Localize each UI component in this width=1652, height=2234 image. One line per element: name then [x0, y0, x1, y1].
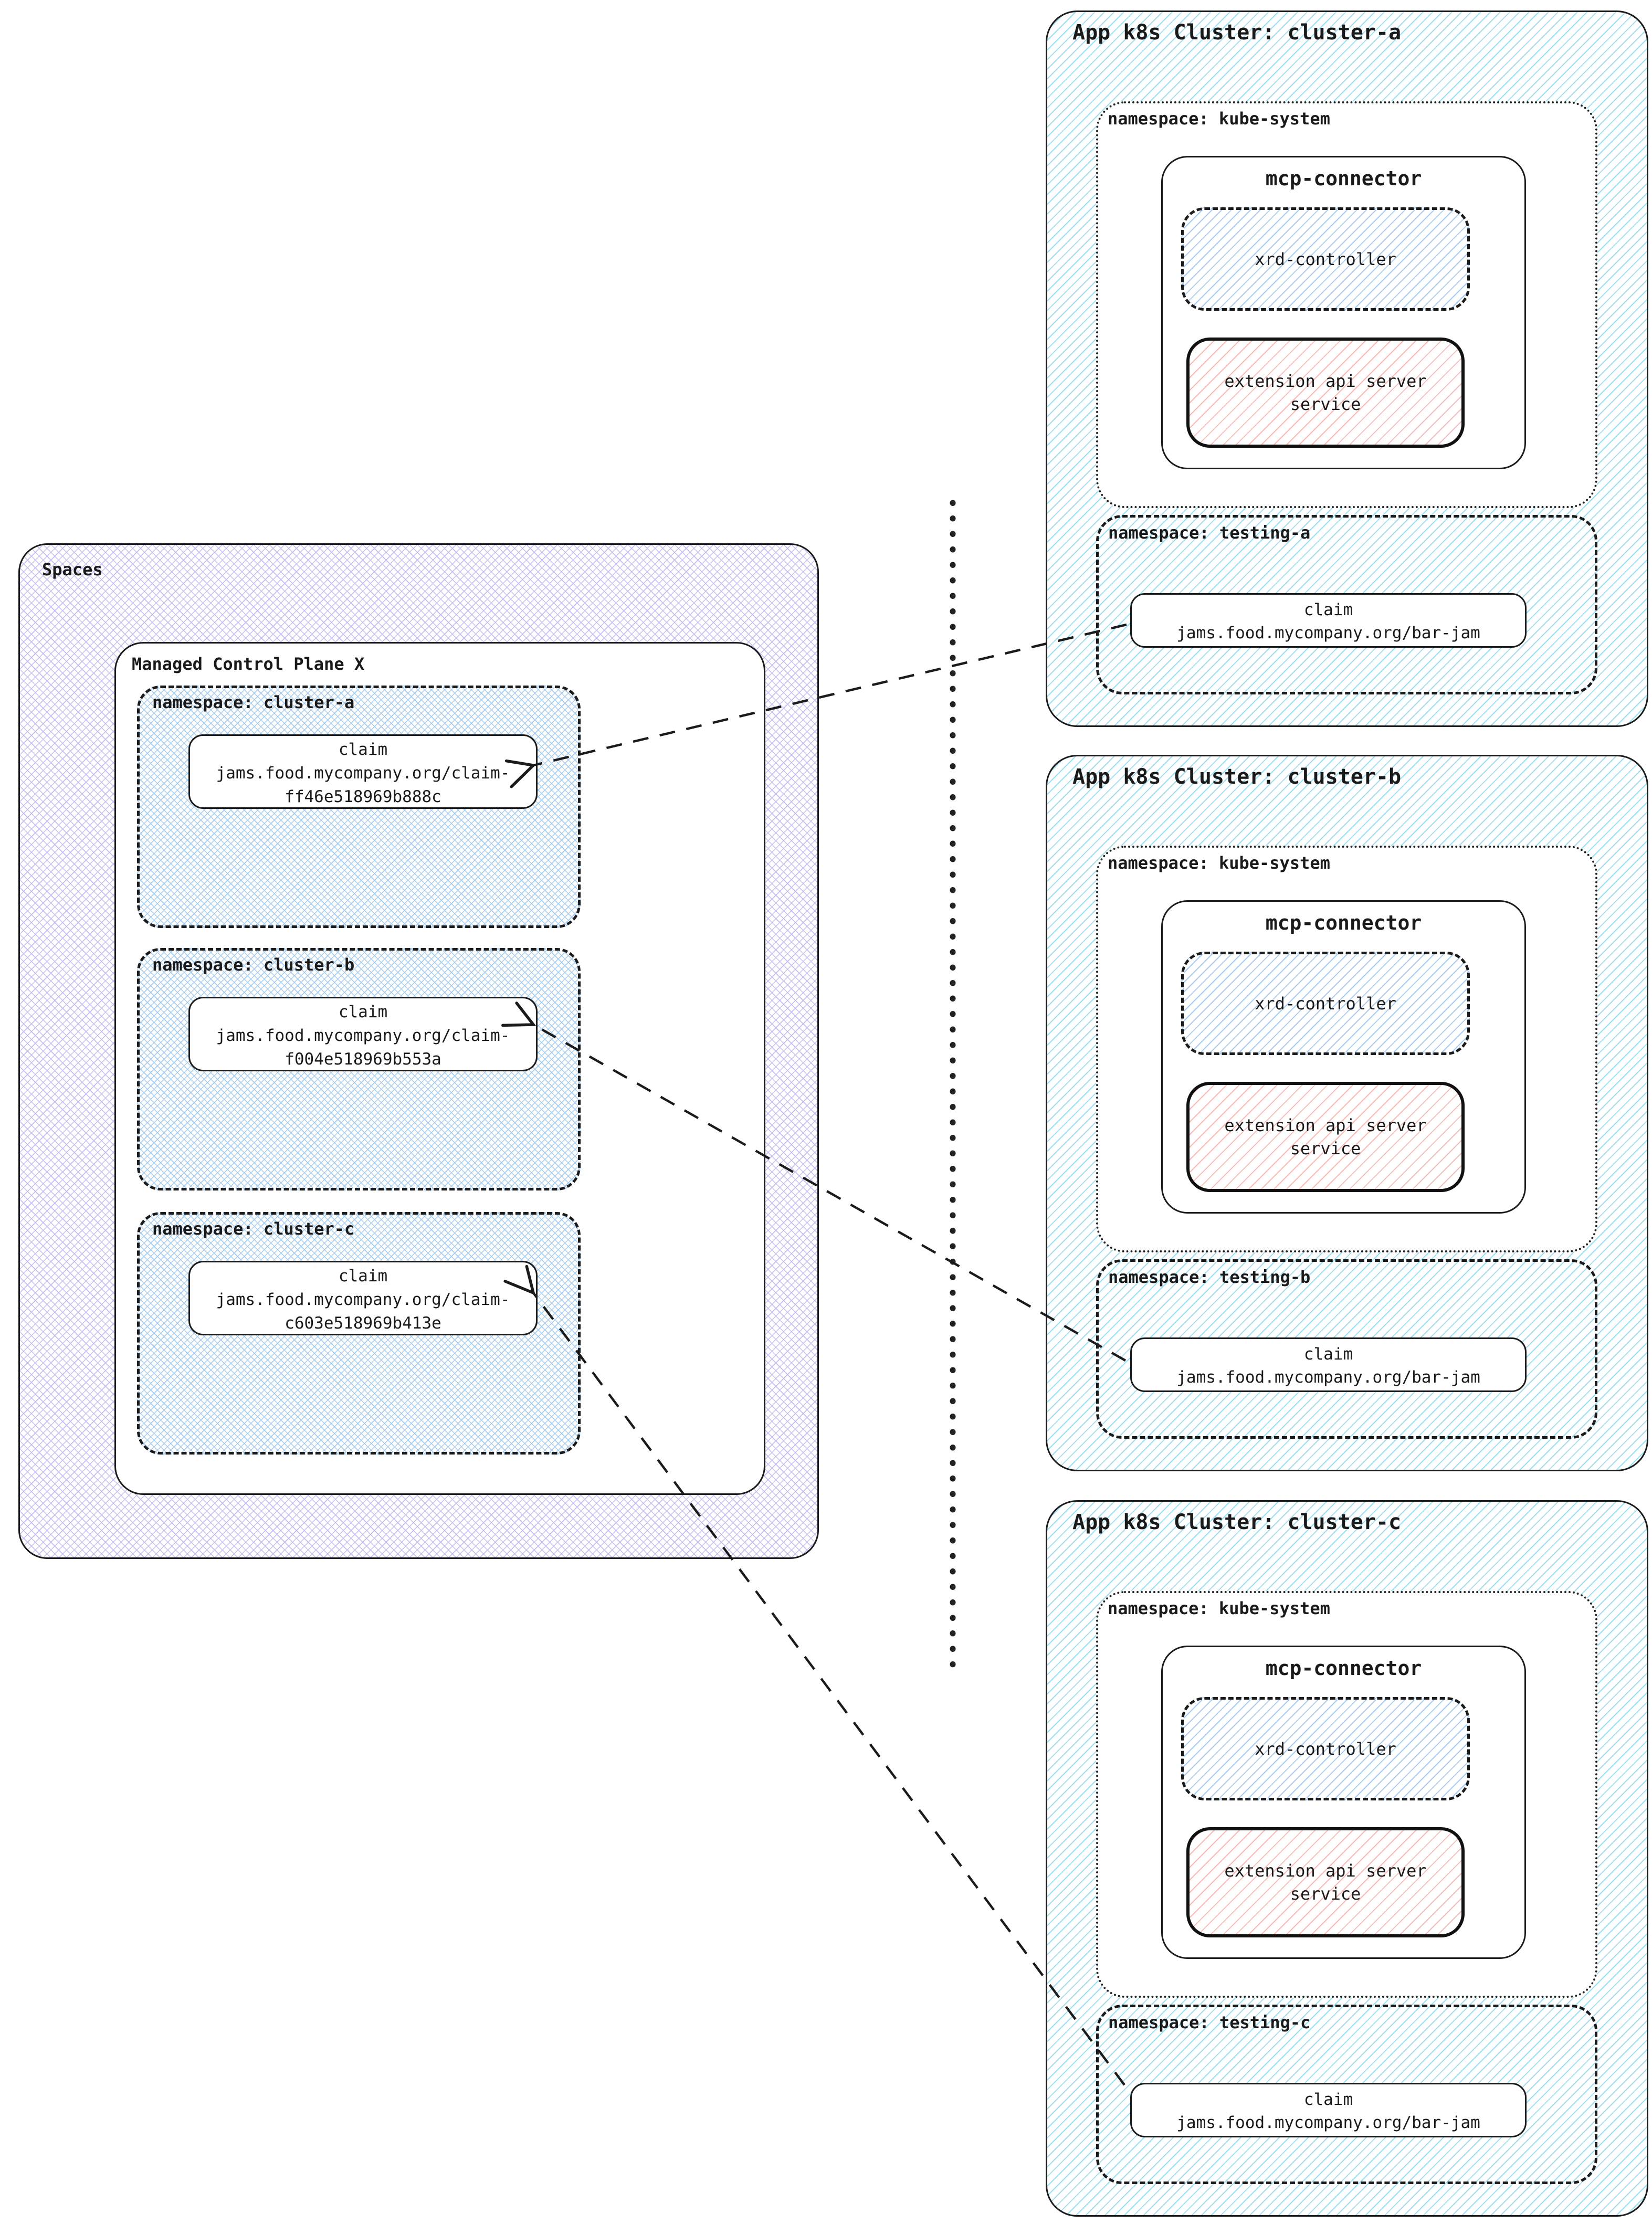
- claim-value-line2: f004e518969b553a: [285, 1050, 441, 1069]
- claim-box-bar-jam-a: claim jams.food.mycompany.org/bar-jam: [1130, 593, 1527, 648]
- namespace-cluster-a-box: namespace: cluster-a claim jams.food.myc…: [137, 686, 581, 928]
- extension-api-server-label: extension api server service: [1224, 1861, 1427, 1904]
- claim-value-line2: ff46e518969b888c: [285, 787, 441, 806]
- claim-value: jams.food.mycompany.org/bar-jam: [1176, 1368, 1480, 1387]
- claim-box-cluster-c: claim jams.food.mycompany.org/claim- c60…: [188, 1261, 538, 1335]
- extension-api-server-box: extension api server service: [1186, 1827, 1465, 1937]
- xrd-controller-label: xrd-controller: [1255, 249, 1396, 269]
- spaces-box: Spaces Managed Control Plane X namespace…: [18, 543, 819, 1559]
- xrd-controller-label: xrd-controller: [1255, 1738, 1396, 1759]
- claim-box-bar-jam-b: claim jams.food.mycompany.org/bar-jam: [1130, 1337, 1527, 1392]
- managed-control-plane-box: Managed Control Plane X namespace: clust…: [114, 642, 765, 1495]
- namespace-cluster-c-label: namespace: cluster-c: [152, 1219, 355, 1239]
- cluster-card-a: App k8s Cluster: cluster-a namespace: ku…: [1046, 10, 1648, 727]
- mcp-connector-box: mcp-connector xrd-controller extension a…: [1161, 1646, 1526, 1959]
- claim-title: claim: [1303, 2090, 1353, 2109]
- kube-system-label: namespace: kube-system: [1108, 1598, 1330, 1618]
- claim-box-cluster-b: claim jams.food.mycompany.org/claim- f00…: [188, 997, 538, 1071]
- namespace-cluster-c-box: namespace: cluster-c claim jams.food.myc…: [137, 1212, 581, 1455]
- mcp-connector-box: mcp-connector xrd-controller extension a…: [1161, 156, 1526, 469]
- claim-box-bar-jam-c: claim jams.food.mycompany.org/bar-jam: [1130, 2083, 1527, 2137]
- xrd-controller-box: xrd-controller: [1181, 1697, 1470, 1800]
- extension-api-server-box: extension api server service: [1186, 1082, 1465, 1192]
- claim-title: claim: [1303, 1345, 1353, 1364]
- kube-system-namespace-box: namespace: kube-system mcp-connector xrd…: [1096, 101, 1597, 508]
- claim-title: claim: [338, 1267, 388, 1285]
- mcp-connector-title: mcp-connector: [1265, 167, 1422, 190]
- testing-c-namespace-box: namespace: testing-c claim jams.food.myc…: [1096, 2005, 1597, 2184]
- claim-box-cluster-a: claim jams.food.mycompany.org/claim- ff4…: [188, 734, 538, 809]
- testing-b-label: namespace: testing-b: [1108, 1267, 1311, 1287]
- extension-api-server-label: extension api server service: [1224, 371, 1427, 414]
- extension-api-server-label: extension api server service: [1224, 1115, 1427, 1158]
- kube-system-namespace-box: namespace: kube-system mcp-connector xrd…: [1096, 1591, 1597, 1998]
- testing-c-label: namespace: testing-c: [1108, 2012, 1311, 2032]
- claim-value: jams.food.mycompany.org/bar-jam: [1176, 624, 1480, 642]
- xrd-controller-label: xrd-controller: [1255, 993, 1396, 1014]
- kube-system-namespace-box: namespace: kube-system mcp-connector xrd…: [1096, 846, 1597, 1252]
- mcp-connector-box: mcp-connector xrd-controller extension a…: [1161, 900, 1526, 1214]
- xrd-controller-box: xrd-controller: [1181, 207, 1470, 311]
- cluster-card-c: App k8s Cluster: cluster-c namespace: ku…: [1046, 1500, 1648, 2217]
- spaces-label: Spaces: [42, 560, 103, 579]
- claim-title: claim: [1303, 600, 1353, 619]
- xrd-controller-box: xrd-controller: [1181, 952, 1470, 1055]
- claim-value-line1: jams.food.mycompany.org/claim-: [216, 764, 510, 783]
- cluster-b-title: App k8s Cluster: cluster-b: [1072, 765, 1402, 789]
- cluster-c-title: App k8s Cluster: cluster-c: [1072, 1510, 1402, 1534]
- claim-value-line1: jams.food.mycompany.org/claim-: [216, 1026, 510, 1045]
- claim-value-line2: c603e518969b413e: [285, 1314, 441, 1333]
- cluster-a-title: App k8s Cluster: cluster-a: [1072, 20, 1402, 45]
- mcp-connector-title: mcp-connector: [1265, 1657, 1422, 1680]
- mcp-connector-title: mcp-connector: [1265, 911, 1422, 934]
- namespace-cluster-b-box: namespace: cluster-b claim jams.food.myc…: [137, 948, 581, 1190]
- kube-system-label: namespace: kube-system: [1108, 853, 1330, 873]
- claim-value-line1: jams.food.mycompany.org/claim-: [216, 1290, 510, 1309]
- namespace-cluster-b-label: namespace: cluster-b: [152, 955, 355, 975]
- testing-b-namespace-box: namespace: testing-b claim jams.food.myc…: [1096, 1259, 1597, 1439]
- cluster-card-b: App k8s Cluster: cluster-b namespace: ku…: [1046, 755, 1648, 1471]
- managed-control-plane-label: Managed Control Plane X: [132, 654, 365, 674]
- namespace-cluster-a-label: namespace: cluster-a: [152, 692, 355, 712]
- claim-title: claim: [338, 1003, 388, 1021]
- kube-system-label: namespace: kube-system: [1108, 109, 1330, 129]
- claim-title: claim: [338, 740, 388, 759]
- testing-a-namespace-box: namespace: testing-a claim jams.food.myc…: [1096, 515, 1597, 694]
- extension-api-server-box: extension api server service: [1186, 338, 1465, 448]
- testing-a-label: namespace: testing-a: [1108, 523, 1311, 543]
- claim-value: jams.food.mycompany.org/bar-jam: [1176, 2113, 1480, 2132]
